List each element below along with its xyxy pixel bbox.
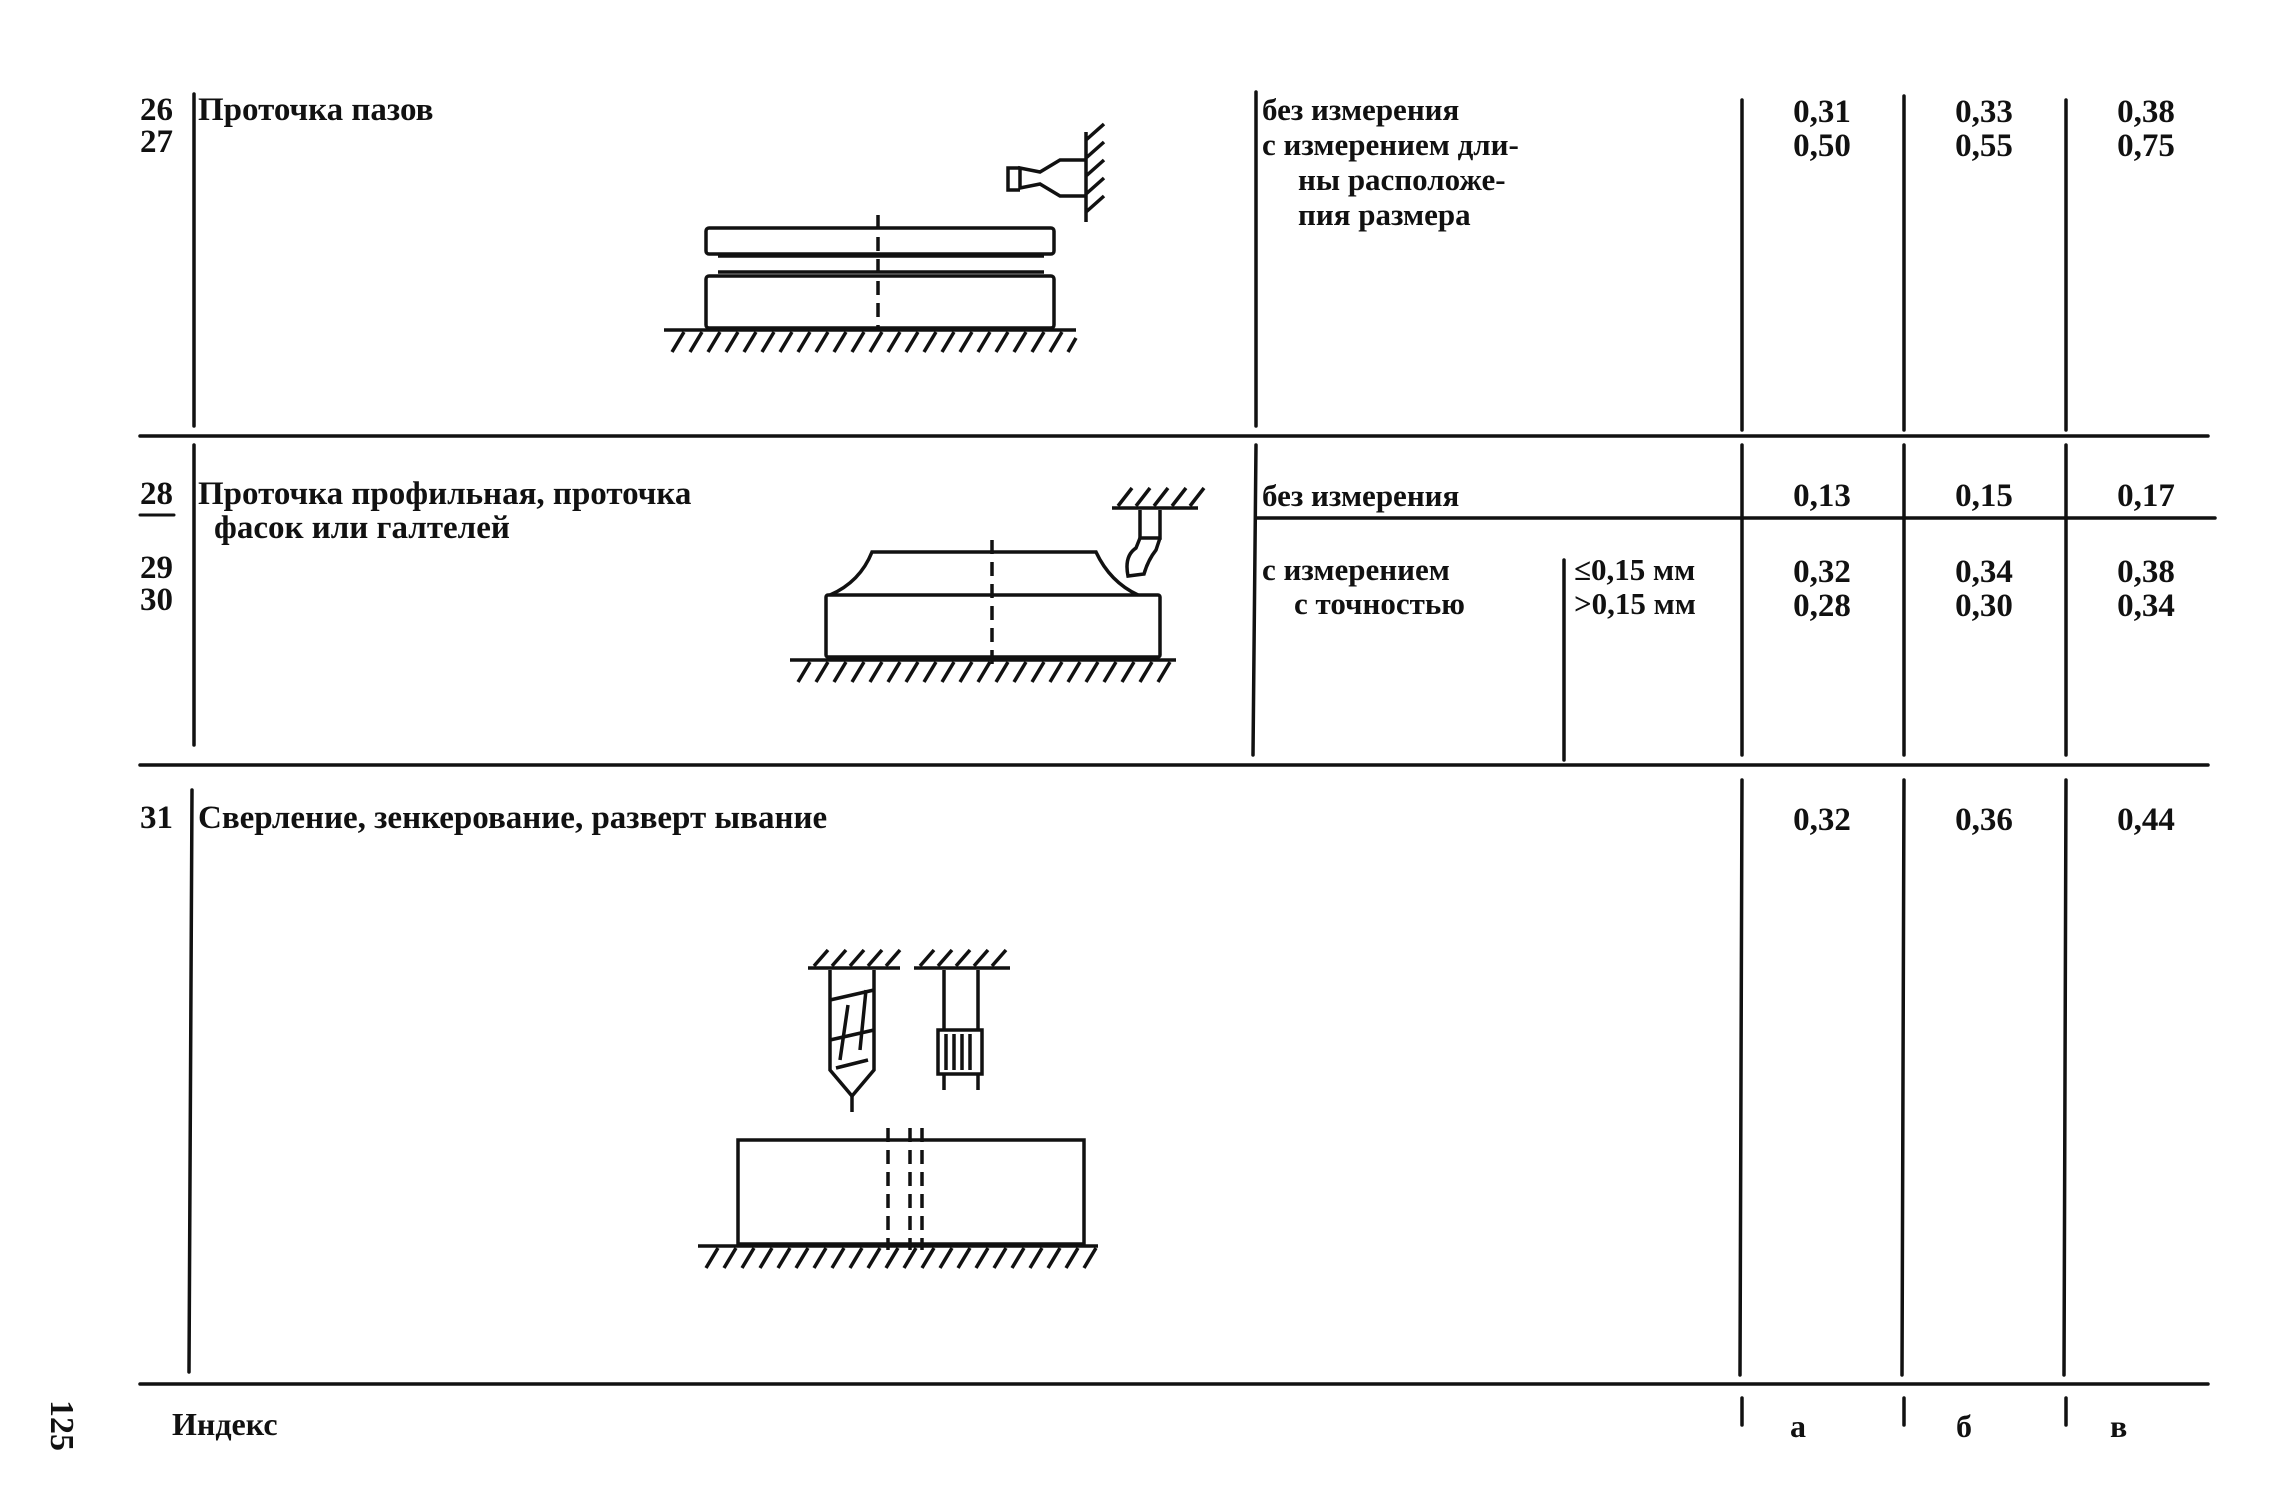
value-b: 0,36 [1955,802,2013,838]
operation-name: Проточка пазов [198,92,434,128]
value-v: 0,44 [2117,802,2175,838]
row-number: 26 [140,92,173,128]
value-v: 0,38 [2117,554,2175,590]
operation-name: Проточка профильная, проточка [198,476,692,512]
value-a: 0,31 [1793,94,1851,130]
row-number: 28 [140,476,173,512]
column-label-a: а [1790,1408,1806,1444]
page-number: 125 [43,1400,80,1451]
value-a: 0,32 [1793,802,1851,838]
row-number: 27 [140,124,173,160]
value-v: 0,17 [2117,478,2175,514]
value-a: 0,32 [1793,554,1851,590]
row-number: 29 [140,550,173,586]
profile-turning-sketch [790,486,1206,683]
condition-text: с точностью [1294,586,1465,621]
condition-text: с измерением [1262,552,1450,587]
value-a: 0,50 [1793,128,1851,164]
condition-text: пия размера [1298,197,1471,232]
column-label-v: в [2110,1408,2128,1444]
row-number: 30 [140,582,173,618]
operation-name: фасок или галтелей [214,510,510,546]
value-a: 0,13 [1793,478,1851,514]
condition-text: без измерения [1262,478,1460,513]
precision-threshold: ≤0,15 мм [1574,552,1696,587]
index-label: Индекс [172,1406,278,1442]
column-label-b: б [1956,1408,1972,1444]
precision-threshold: >0,15 мм [1574,586,1696,621]
condition-text: с измерением дли- [1262,127,1519,162]
value-a: 0,28 [1793,588,1851,624]
value-b: 0,30 [1955,588,2013,624]
operation-name: Сверление, зенкерование, разверт ывание [198,800,828,836]
drilling-sketch [698,948,1098,1269]
condition-text: ны расположе- [1298,162,1506,197]
value-b: 0,34 [1955,554,2013,590]
row-number: 31 [140,800,173,836]
value-b: 0,55 [1955,128,2013,164]
slot-turning-sketch [664,122,1106,353]
value-b: 0,33 [1955,94,2013,130]
condition-text: без измерения [1262,92,1460,127]
value-v: 0,38 [2117,94,2175,130]
value-v: 0,75 [2117,128,2175,164]
value-b: 0,15 [1955,478,2013,514]
value-v: 0,34 [2117,588,2175,624]
